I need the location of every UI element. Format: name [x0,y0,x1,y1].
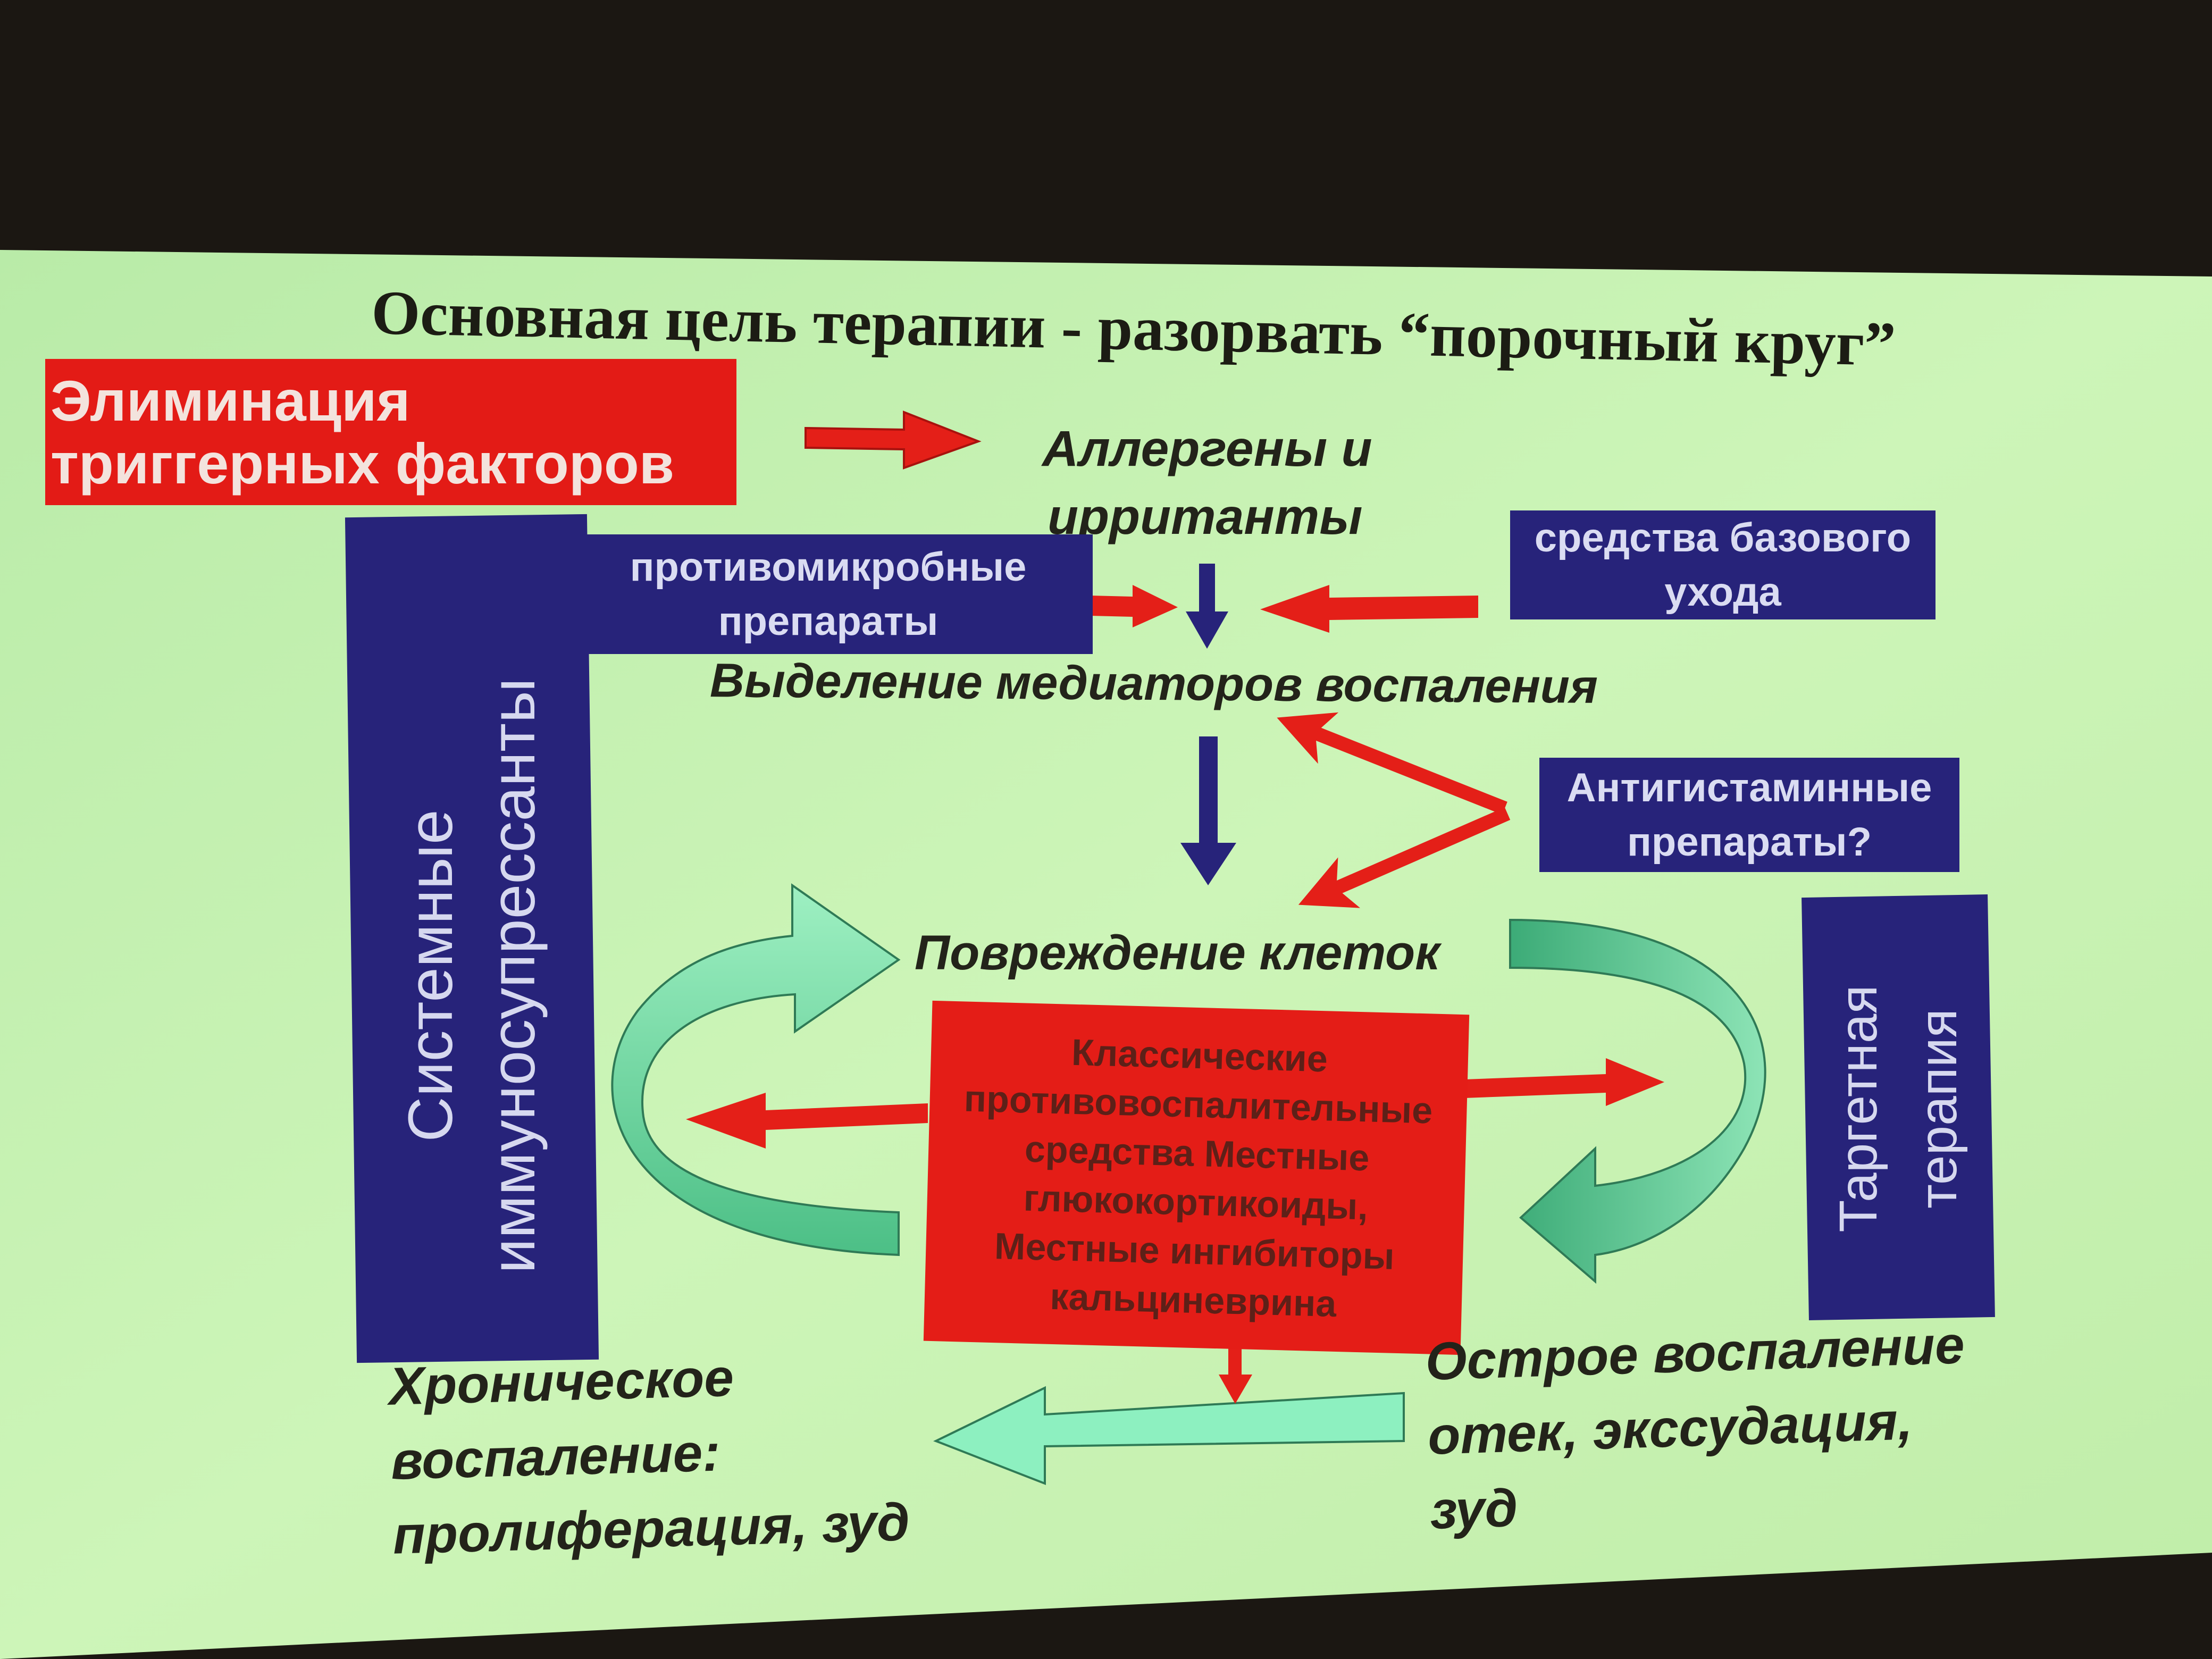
allergens-node: Аллергены и ирританты [1042,415,1372,551]
arrow-down-2 [1180,736,1236,885]
basic-care-box: средства базового ухода [1510,510,1936,619]
antimicrobial-box: противомикробные препараты [564,534,1093,654]
allergens-line-1: Аллергены и [1042,421,1372,477]
antihistamine-line-1: Антигистаминные [1566,765,1932,810]
chronic-line-3: пролиферация, зуд [392,1492,911,1565]
arrow-classic-down [1219,1335,1252,1404]
circular-arrow-left [611,883,901,1256]
targeted-line-2: терапия [1908,1009,1968,1209]
basic-care-line-2: ухода [1664,569,1781,615]
targeted-line-1: Таргетная [1829,985,1888,1233]
arrow-down-1 [1186,564,1228,649]
chronic-line-2: воспаление: [390,1422,721,1491]
acute-inflammation-node: Острое воспаление отек, экссудация, зуд [1425,1308,1971,1548]
elimination-line-1: Элиминация [51,368,410,433]
arrow-classic-left [686,1093,928,1149]
cell-damage-node: Повреждение клеток [915,926,1440,980]
arrow-classic-right [1465,1058,1664,1106]
basic-care-line-1: средства базового [1534,515,1912,560]
chronic-line-1: Хроническое [388,1347,735,1417]
mediators-node: Выделение медиаторов воспаления [709,654,1598,714]
arrow-elimination [805,410,982,470]
arrow-antimicrobial [1090,585,1178,627]
systemic-line-2: иммуносупрессанты [478,677,548,1274]
circular-arrow-right [1509,918,1766,1284]
systemic-label: Системные иммуносупрессанты [390,550,555,1401]
antihistamine-line-2: препараты? [1627,819,1872,865]
antimicrobial-line-2: препараты [718,598,939,644]
arrow-antihistamine-lower [1298,807,1511,908]
targeted-label: Таргетная терапия [1819,896,1978,1321]
systemic-line-1: Системные [396,809,466,1142]
elimination-box: Элиминация триггерных факторов [45,359,736,505]
arrow-basic-care [1260,585,1478,633]
elimination-line-2: триггерных факторов [51,431,675,496]
classic-anti-inflammatory-box: Классические противовоспалительные средс… [923,1000,1470,1355]
chronic-inflammation-node: Хроническое воспаление: пролиферация, зу… [388,1336,911,1572]
antimicrobial-line-1: противомикробные [630,544,1027,590]
antihistamine-box: Антигистаминные препараты? [1539,758,1959,872]
arrow-antihistamine-upper [1277,712,1507,815]
allergens-line-2: ирританты [1048,489,1363,545]
bottom-arrow-left [933,1386,1405,1485]
